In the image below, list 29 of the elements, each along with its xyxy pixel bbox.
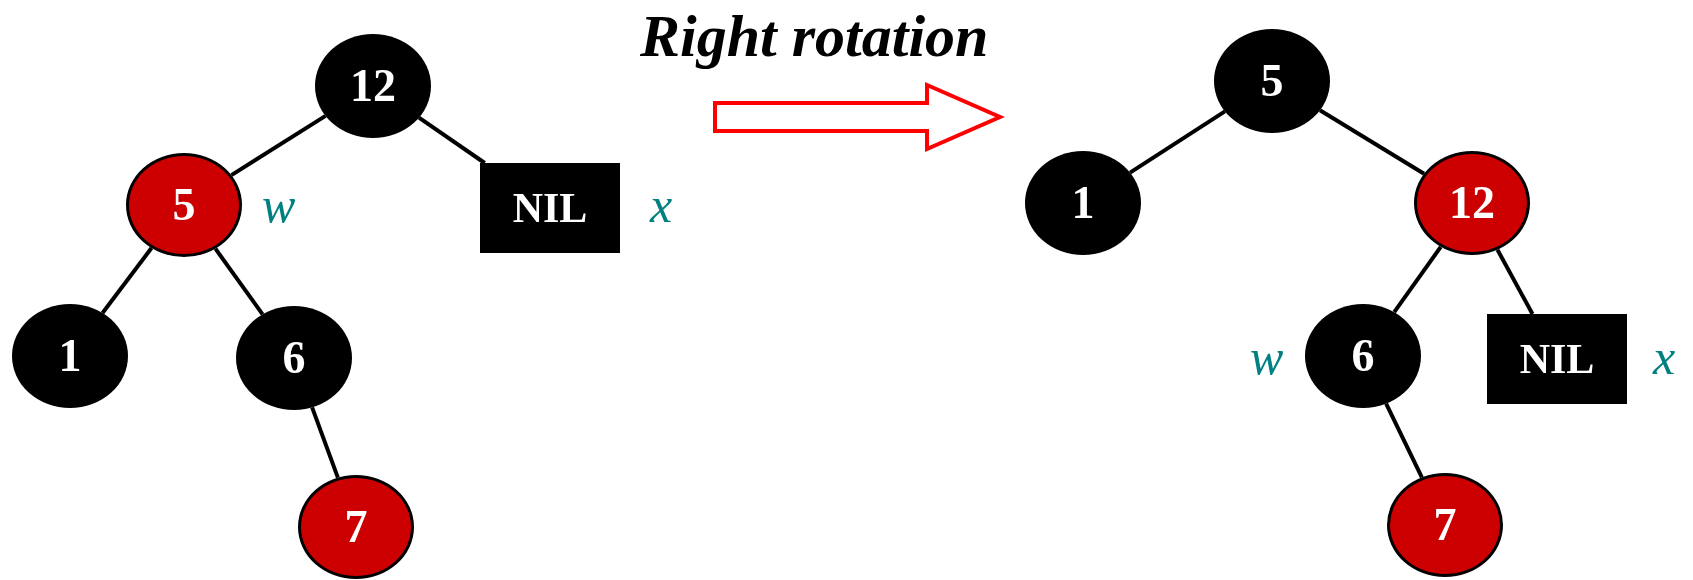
node-label: 1 (58, 333, 82, 379)
title: Right rotation (640, 2, 989, 71)
node-label: 6 (282, 335, 306, 381)
node-label: NIL (1519, 338, 1595, 380)
edge-line (1318, 108, 1426, 176)
node-label: 1 (1071, 180, 1095, 226)
edge-line (1129, 109, 1226, 175)
variable-label: x (1653, 332, 1676, 382)
nil-box (1487, 314, 1627, 404)
node-label: NIL (512, 187, 588, 229)
edge-line (100, 246, 154, 315)
node-label: 12 (1449, 180, 1495, 226)
edge-line (213, 247, 265, 316)
variable-label: w (1250, 332, 1284, 382)
node-label: 5 (1260, 58, 1284, 104)
variable-label: w (262, 180, 296, 230)
edge-line (417, 116, 486, 165)
node-label: 12 (350, 63, 396, 109)
edge-line (230, 114, 327, 177)
node-label: 6 (1351, 333, 1375, 379)
edge-line (310, 406, 340, 479)
node-label: 5 (172, 182, 196, 228)
edge-line (1495, 248, 1535, 315)
node-label: 7 (1433, 502, 1457, 548)
edge-line (1392, 245, 1443, 314)
edge-line (1384, 402, 1424, 479)
node-label: 7 (344, 504, 368, 550)
nil-box (480, 163, 620, 253)
variable-label: x (650, 180, 673, 230)
